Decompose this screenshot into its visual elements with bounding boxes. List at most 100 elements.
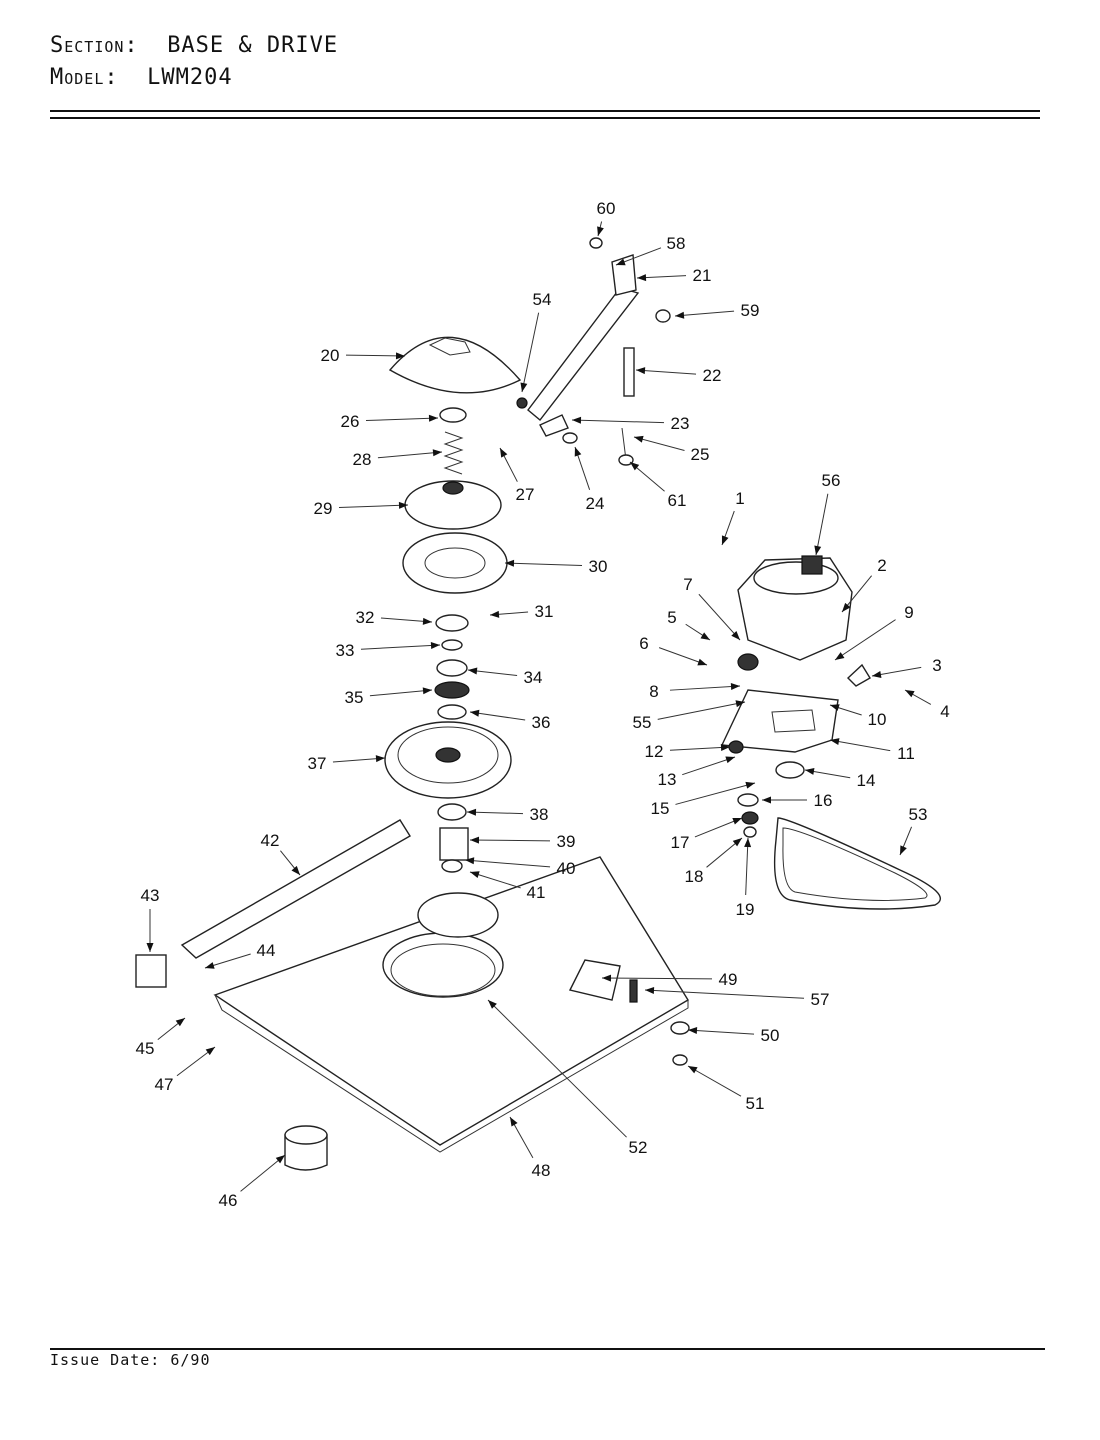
callout-27: 27 (516, 485, 535, 504)
clutch-hub (439, 827, 469, 861)
leader-line-46 (240, 1154, 286, 1192)
leader-arrow-8 (730, 683, 740, 691)
leader-arrow-54 (520, 382, 528, 392)
leader-line-26 (365, 417, 439, 422)
leader-line-30 (504, 562, 583, 567)
callout-50: 50 (761, 1026, 780, 1045)
callout-10: 10 (868, 710, 887, 729)
leader-arrow-4 (905, 690, 915, 698)
callout-49: 49 (719, 970, 738, 989)
callout-37: 37 (308, 754, 327, 773)
callout-53: 53 (909, 805, 928, 824)
callout-33: 33 (336, 641, 355, 660)
leader-arrow-3 (872, 671, 882, 678)
leader-line-15 (675, 782, 756, 805)
leader-line-38 (466, 811, 524, 815)
leader-arrow-9 (835, 652, 845, 660)
leader-arrow-28 (432, 449, 442, 457)
leader-arrow-17 (732, 817, 742, 825)
parts-drawing (135, 237, 941, 1171)
leader-arrow-15 (745, 781, 755, 789)
leader-line-9 (834, 619, 896, 661)
section-value: BASE & DRIVE (167, 33, 339, 58)
callout-8: 8 (649, 682, 658, 701)
leader-arrow-6 (697, 658, 707, 666)
model-key: Model: (50, 65, 119, 90)
leader-arrow-58 (616, 258, 626, 266)
leader-arrow-37 (375, 755, 385, 763)
leader-line-28 (377, 451, 443, 459)
callout-38: 38 (530, 805, 549, 824)
support-arm (180, 819, 411, 959)
callout-9: 9 (904, 603, 913, 622)
callout-61: 61 (668, 491, 687, 510)
leader-line-51 (687, 1065, 742, 1097)
callout-7: 7 (683, 575, 692, 594)
leader-line-49 (601, 977, 713, 980)
leader-arrow-55 (735, 700, 745, 708)
callout-23: 23 (671, 414, 690, 433)
leader-arrow-42 (291, 865, 300, 875)
leader-line-12 (669, 746, 731, 751)
leader-arrow-50 (688, 1027, 698, 1035)
callout-1: 1 (735, 489, 744, 508)
callout-13: 13 (658, 770, 677, 789)
leader-arrow-20 (395, 352, 405, 360)
leader-line-40 (464, 859, 551, 868)
callout-58: 58 (667, 234, 686, 253)
callout-57: 57 (811, 990, 830, 1009)
callout-17: 17 (671, 833, 690, 852)
leader-arrow-2 (842, 602, 851, 612)
callout-21: 21 (693, 266, 712, 285)
callout-15: 15 (651, 799, 670, 818)
tub-ring (382, 932, 504, 998)
leader-arrow-35 (422, 687, 432, 695)
leader-arrow-11 (830, 738, 840, 745)
dome-cover (388, 336, 522, 394)
callout-22: 22 (703, 366, 722, 385)
leader-arrow-12 (720, 743, 730, 751)
callout-25: 25 (691, 445, 710, 464)
callout-4: 4 (940, 702, 949, 721)
leader-arrow-41 (470, 871, 480, 878)
leader-arrow-57 (645, 986, 655, 994)
leader-line-59 (674, 310, 735, 317)
switch-bracket (568, 959, 621, 1001)
callout-48: 48 (532, 1161, 551, 1180)
callout-2: 2 (877, 556, 886, 575)
leader-lines (146, 221, 932, 1192)
leader-line-57 (644, 989, 805, 999)
model-value: LWM204 (147, 65, 233, 90)
callout-20: 20 (321, 346, 340, 365)
leader-arrow-27 (500, 448, 508, 458)
callout-26: 26 (341, 412, 360, 431)
callout-5: 5 (667, 608, 676, 627)
leader-line-54 (521, 312, 540, 393)
leader-arrow-24 (574, 447, 582, 457)
leveling-foot (284, 1134, 328, 1171)
leader-arrow-13 (725, 756, 735, 764)
footer-rule (50, 1348, 1045, 1350)
leader-line-7 (698, 593, 741, 641)
leader-arrow-52 (488, 1000, 497, 1009)
leader-line-19 (745, 837, 749, 896)
callout-3: 3 (932, 656, 941, 675)
leader-arrow-53 (900, 845, 907, 855)
callout-39: 39 (557, 832, 576, 851)
leader-arrow-16 (762, 796, 771, 804)
clutch-plate (402, 532, 508, 594)
leader-arrow-43 (146, 943, 154, 952)
leader-arrow-25 (634, 435, 644, 443)
leader-arrow-21 (637, 274, 647, 282)
leader-arrow-7 (731, 631, 740, 640)
leader-arrow-29 (398, 501, 408, 509)
leader-arrow-51 (688, 1066, 698, 1074)
leader-line-11 (829, 739, 891, 752)
callout-45: 45 (136, 1039, 155, 1058)
leader-line-39 (469, 839, 551, 842)
leader-arrow-49 (602, 974, 612, 982)
callout-44: 44 (257, 941, 276, 960)
leader-line-8 (669, 685, 741, 691)
leader-line-55 (657, 701, 746, 720)
leader-line-52 (487, 999, 627, 1138)
